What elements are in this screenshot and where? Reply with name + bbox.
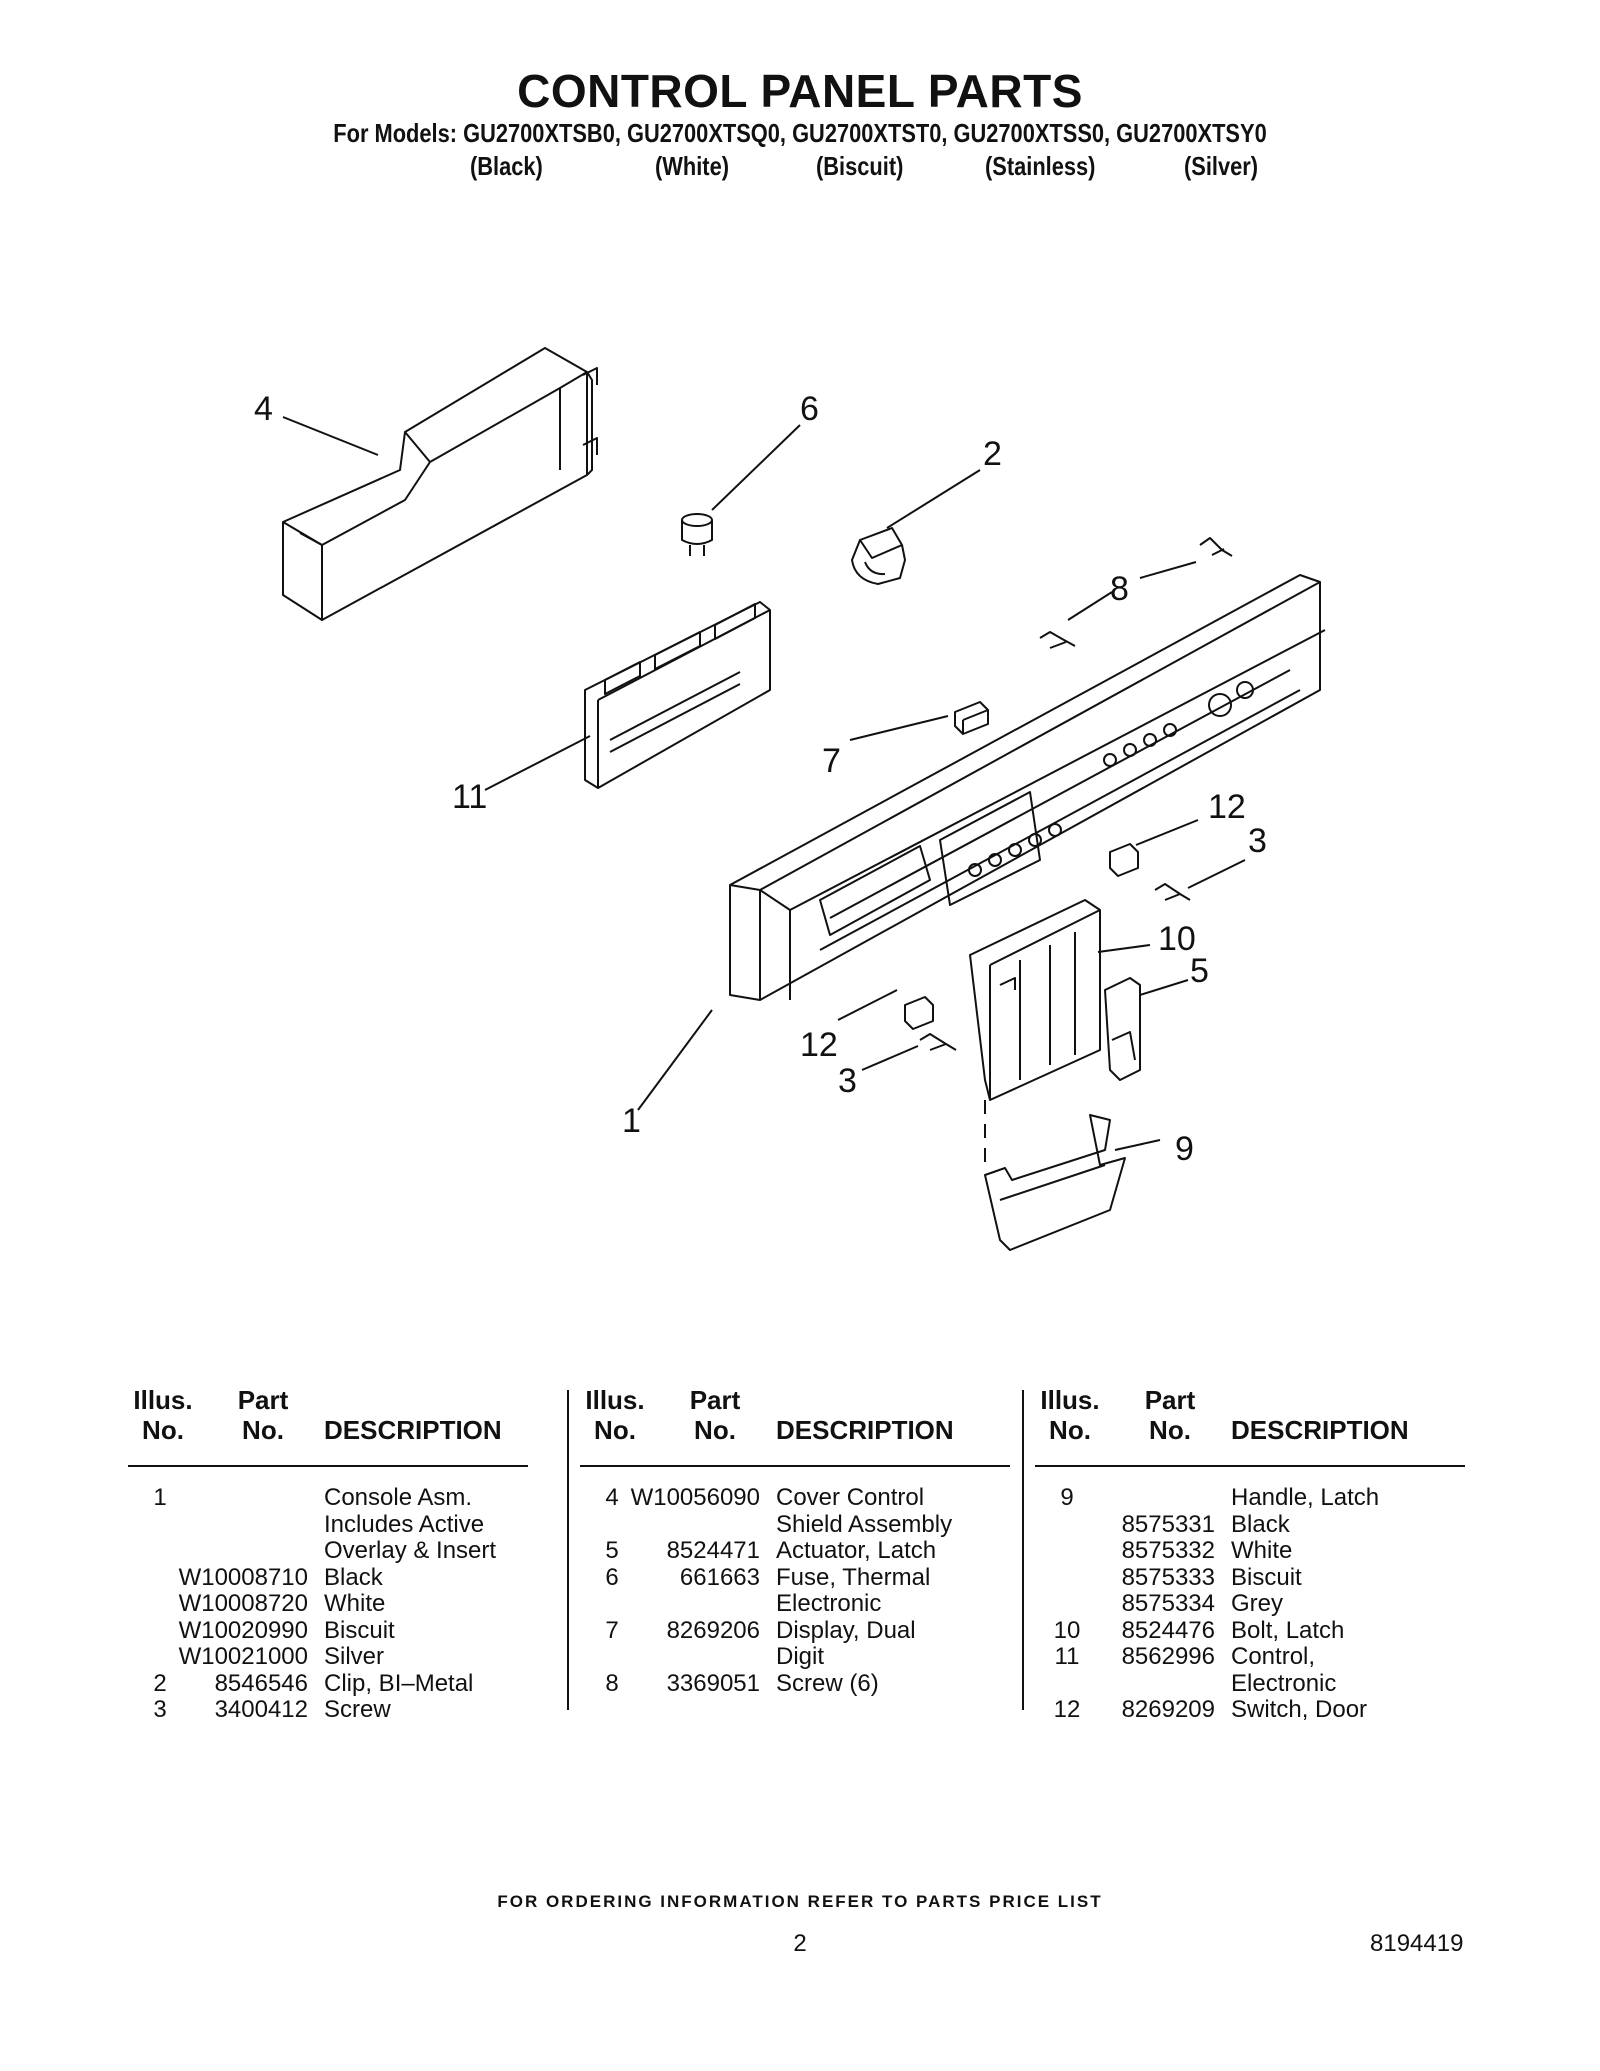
header-description: DESCRIPTION [1231,1415,1409,1445]
exploded-parts-diagram: 1 2 3 3 4 5 6 7 8 9 10 11 12 12 [254,347,1326,1251]
finish-label-biscuit: (Biscuit) [816,151,904,181]
callout-8: 8 [1110,570,1129,608]
finish-label-black: (Black) [470,151,543,181]
column-divider [1022,1390,1024,1710]
callout-10: 10 [1158,920,1196,958]
header-illus: Illus. [1040,1385,1100,1415]
page-number: 2 [793,1930,807,1957]
header-illus-no: No. [142,1415,184,1445]
callout-3b: 3 [838,1062,857,1100]
finish-label-stainless: (Stainless) [985,151,1096,181]
part-10-latch-bolt [969,899,1101,1101]
part-1-console [729,574,1326,1001]
callout-1: 1 [622,1102,641,1140]
callout-6: 6 [800,390,819,428]
header-part: Part [689,1385,741,1415]
header-divider [128,1465,528,1467]
part-9-handle-latch [984,1114,1126,1251]
finish-label-white: (White) [655,151,729,181]
header-illus-no: No. [1049,1415,1091,1445]
header-description: DESCRIPTION [776,1415,954,1445]
header-part-no: No. [1149,1415,1191,1445]
header-part: Part [1144,1385,1196,1415]
header-part-no: No. [242,1415,284,1445]
callout-9: 9 [1175,1130,1194,1168]
callout-2: 2 [983,435,1002,473]
models-line: For Models: GU2700XTSB0, GU2700XTSQ0, GU… [333,118,1267,148]
callout-5: 5 [1190,952,1209,990]
column-divider [567,1390,569,1710]
document-number: 8194419 [1370,1930,1464,1957]
part-4-cover-shield [282,347,598,621]
leader-lines [282,416,1246,1151]
callout-12b: 12 [800,1026,838,1064]
header-divider [580,1465,1010,1467]
finish-label-silver: (Silver) [1184,151,1259,181]
ordering-note: FOR ORDERING INFORMATION REFER TO PARTS … [497,1892,1103,1911]
page-title: CONTROL PANEL PARTS [517,65,1083,117]
callout-3a: 3 [1248,822,1267,860]
callout-12a: 12 [1208,788,1246,826]
callout-4: 4 [254,390,273,428]
header-divider [1035,1465,1465,1467]
part-6-fuse [681,513,713,556]
part-7-display [954,701,989,735]
callout-7: 7 [822,742,841,780]
callout-11: 11 [452,778,487,816]
header-description: DESCRIPTION [324,1415,502,1445]
part-3-screws [919,883,1191,1051]
header-part-no: No. [694,1415,736,1445]
part-11-electronic-control [584,601,771,789]
part-8-screws [1039,537,1233,649]
part-5-actuator-latch [1104,977,1141,1081]
part-12-door-switches [904,843,1139,1030]
part-2-clip [851,527,906,585]
header-illus: Illus. [585,1385,645,1415]
header-part: Part [237,1385,289,1415]
header-illus-no: No. [594,1415,636,1445]
header-illus: Illus. [133,1385,193,1415]
